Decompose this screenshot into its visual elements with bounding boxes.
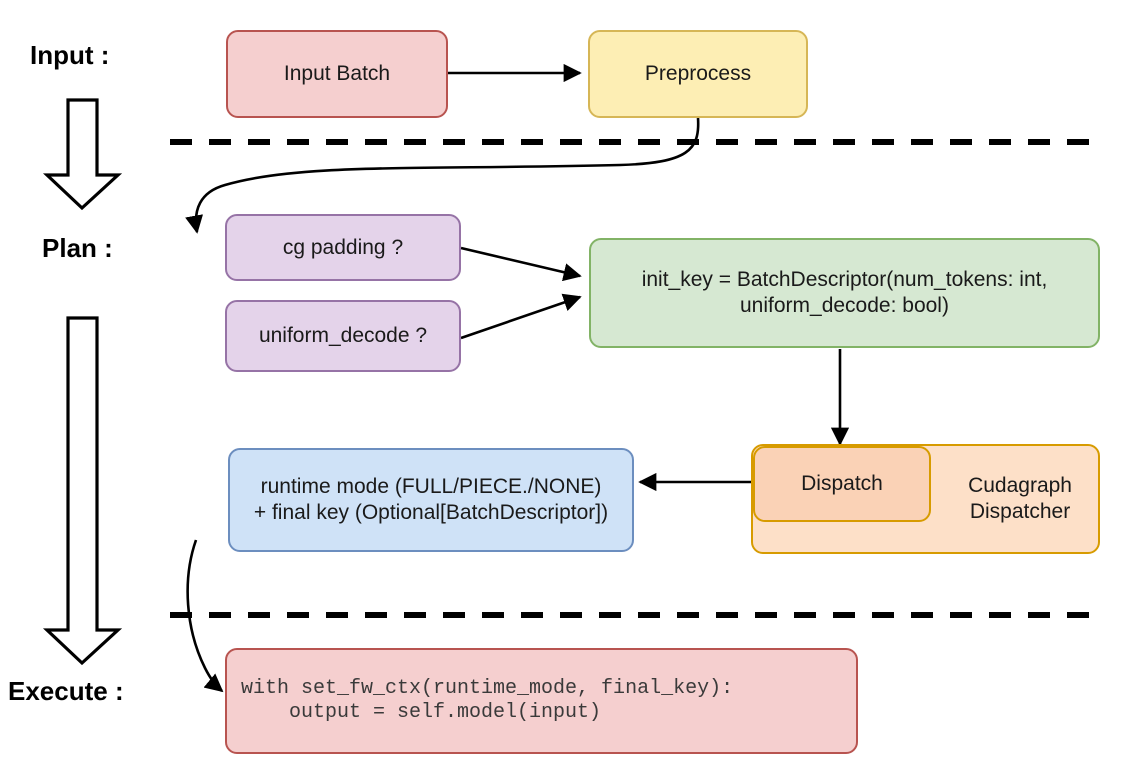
node-dispatch-label: Dispatch bbox=[801, 472, 883, 496]
node-runtime-mode-label: runtime mode (FULL/PIECE./NONE) + final … bbox=[253, 475, 609, 524]
node-code-block-label: with set_fw_ctx(runtime_mode, final_key)… bbox=[241, 676, 734, 724]
stage-label-plan: Plan : bbox=[42, 233, 113, 263]
node-input-batch[interactable]: Input Batch bbox=[226, 30, 448, 118]
node-cg-padding-label: cg padding ? bbox=[282, 235, 404, 259]
node-init-key-label: init_key = BatchDescriptor(num_tokens: i… bbox=[641, 268, 1048, 317]
edge-runtime-mode-to-code-block bbox=[186, 539, 224, 693]
node-uniform-decode[interactable]: uniform_decode ? bbox=[225, 300, 461, 372]
node-preprocess-label: Preprocess bbox=[644, 62, 752, 86]
stage-label-input: Input : bbox=[30, 40, 110, 70]
node-code-block[interactable]: with set_fw_ctx(runtime_mode, final_key)… bbox=[225, 648, 858, 754]
stage-label-execute: Execute : bbox=[8, 676, 124, 706]
node-dispatch[interactable]: Dispatch bbox=[753, 446, 931, 522]
node-init-key[interactable]: init_key = BatchDescriptor(num_tokens: i… bbox=[589, 238, 1100, 348]
node-uniform-decode-label: uniform_decode ? bbox=[258, 324, 428, 348]
node-cg-padding[interactable]: cg padding ? bbox=[225, 214, 461, 281]
edge-cg-padding-to-init-key bbox=[460, 246, 582, 282]
node-preprocess[interactable]: Preprocess bbox=[588, 30, 808, 118]
node-runtime-mode[interactable]: runtime mode (FULL/PIECE./NONE) + final … bbox=[228, 448, 634, 552]
down-arrow-icon bbox=[42, 98, 123, 211]
node-input-batch-label: Input Batch bbox=[283, 62, 391, 86]
edge-uniform-decode-to-init-key bbox=[460, 293, 582, 340]
down-arrow-icon bbox=[42, 316, 123, 666]
node-cudagraph-dispatcher-label: Cudagraph Dispatcher bbox=[968, 474, 1072, 523]
